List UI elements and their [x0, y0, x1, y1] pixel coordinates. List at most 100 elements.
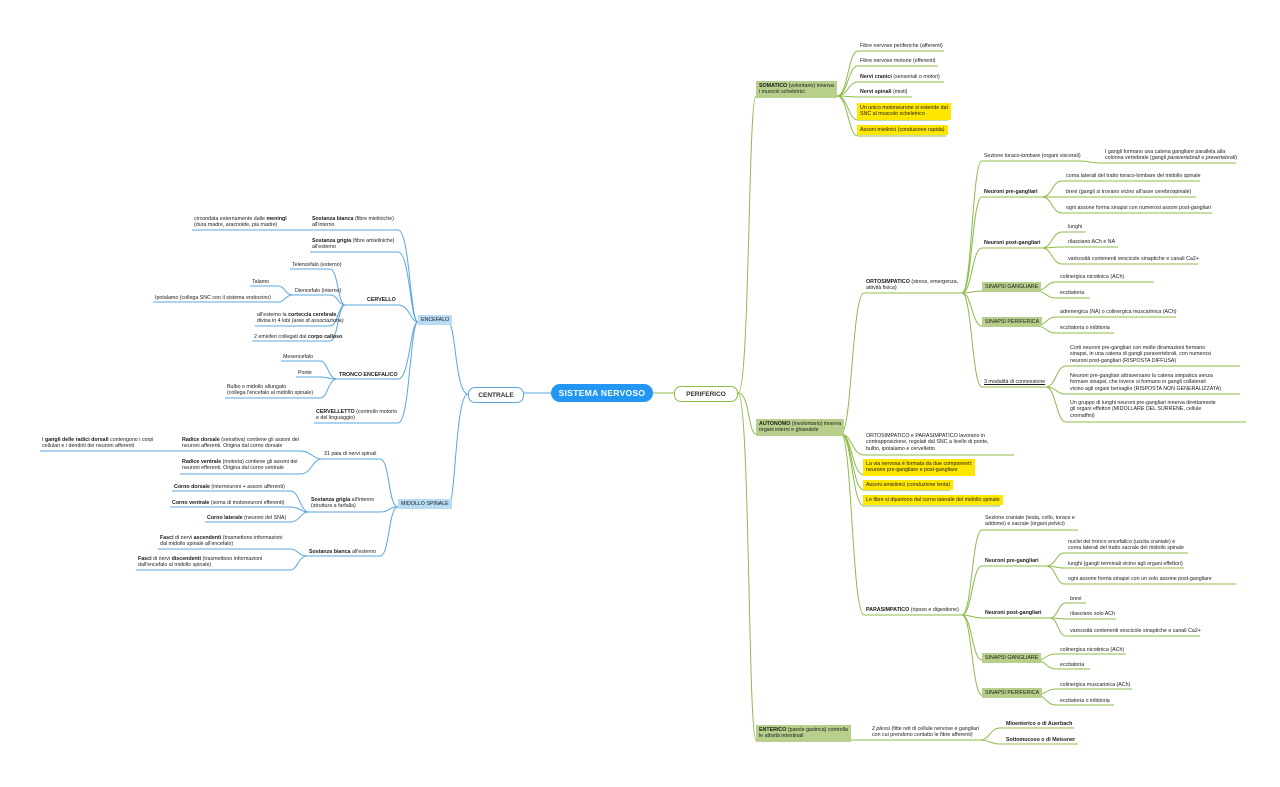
node-text: all'interno [312, 222, 335, 229]
node-text: (sensitiva) contiene gli assoni dei [221, 437, 299, 443]
node-gangli-radici-dorsali[interactable]: I gangli delle radici dorsali contengono… [42, 437, 153, 450]
node-mioenterico[interactable]: Mioenterico o di Auerbach [1006, 721, 1073, 727]
node-sostanza-grigia-midollo[interactable]: Sostanza grigia all'interno (struttura a… [311, 497, 374, 510]
node-nervi-cranici[interactable]: Nervi cranici (sensoriali o motori) [860, 74, 940, 80]
node-text: (aree di associazione) [291, 318, 344, 325]
node-para-brevi[interactable]: brevi [1070, 596, 1082, 602]
node-para-gang-b[interactable]: eccitatoria [1060, 662, 1085, 668]
node-para-post-gangliari[interactable]: Neuroni post-gangliari [985, 610, 1042, 616]
node-para-sinapsi-periferica[interactable]: SINAPSI PERIFERICA [982, 688, 1043, 699]
node-orto-gang-a[interactable]: colinergica nicotinica (ACh) [1060, 274, 1125, 280]
node-orto-varicosita[interactable]: varicosità contenenti vescicole sinaptic… [1068, 256, 1199, 262]
node-corno-ventrale[interactable]: Corno ventrale (soma di motoneuroni effe… [172, 500, 284, 506]
node-para-sinapsi-gangliare[interactable]: SINAPSI GANGLIARE [982, 653, 1042, 664]
topic-somatico[interactable]: SOMATICO (volontario) innerva i muscoli … [756, 81, 837, 98]
node-text: dal midollo spinale all'encefalo) [160, 541, 234, 548]
node-nervi-spinali[interactable]: Nervi spinali (misti) [860, 89, 907, 95]
node-cervello[interactable]: CERVELLO [367, 297, 396, 303]
node-ipotalamo[interactable]: Ipotalamo (collega SNC con il sistema en… [155, 295, 271, 301]
node-bulbo[interactable]: Bulbo o midollo allungato (collega l'enc… [227, 384, 313, 397]
node-orto-corna[interactable]: corna laterali del tratto toraco-lombare… [1066, 173, 1201, 179]
node-para-ogni-assone[interactable]: ogni assone forma sinapsi con un solo as… [1068, 576, 1212, 582]
node-via-nervosa[interactable]: La via nervosa è formata da due componen… [863, 459, 976, 476]
topic-encefalo[interactable]: ENCEFALO [418, 315, 453, 326]
node-2-plessi[interactable]: 2 plessi (fitte reti di cellule nervose … [872, 726, 979, 739]
topic-autonomo[interactable]: AUTONOMO (involontario) innerva organi i… [756, 419, 845, 436]
node-assoni-amielinici[interactable]: Assoni amielinici (conduzione lenta) [863, 480, 954, 491]
node-para-varicosita[interactable]: varicosità contenenti vescicole sinaptic… [1070, 628, 1201, 634]
node-text: (trasmettono informazioni [202, 556, 263, 562]
node-sezione-toraco-lombare[interactable]: Sezione toraco-lombare (organi viscerali… [984, 153, 1081, 159]
node-sostanza-bianca-encefalo[interactable]: Sostanza bianca (fibre mieliniche) all'i… [312, 216, 394, 229]
topic-centrale[interactable]: CENTRALE [468, 387, 524, 403]
node-para-lunghi[interactable]: lunghi (gangli terminali vicino agli org… [1068, 561, 1183, 567]
node-3-modalita[interactable]: 3 modalità di connessione [984, 379, 1046, 385]
node-para-rilasciano[interactable]: rilasciano solo ACh [1070, 611, 1116, 617]
node-text: e [1201, 155, 1205, 162]
node-assoni-mielinici[interactable]: Assoni mielinici (conduzione rapida) [857, 125, 948, 136]
topic-enterico[interactable]: ENTERICO (parete gastrica) controlla le … [756, 725, 851, 742]
node-mesencefalo[interactable]: Mesencefalo [283, 354, 314, 360]
node-orto-pre-gangliari[interactable]: Neuroni pre-gangliari [984, 189, 1038, 195]
node-orto-ogni-assone[interactable]: ogni assone forma sinapsi con numerosi a… [1066, 205, 1211, 211]
topic-periferico[interactable]: PERIFERICO [674, 386, 738, 402]
node-motoneurone[interactable]: Un unico motoneurone si estende dal SNC … [857, 103, 951, 120]
node-orto-sinapsi-periferica[interactable]: SINAPSI PERIFERICA [982, 317, 1043, 328]
node-orto-brevi[interactable]: brevi (gangli si trovano vicino all'asse… [1066, 189, 1192, 195]
node-tronco-encefalico[interactable]: TRONCO ENCEFALICO [339, 372, 398, 378]
node-orto-para-info[interactable]: ORTOSIMPATICO e PARASIMPATICO lavorano i… [866, 433, 989, 452]
node-fibre-efferenti[interactable]: Fibre nervose motorie (efferenti) [860, 58, 936, 64]
node-sostanza-grigia-encefalo[interactable]: Sostanza grigia (fibre amieliniche) all'… [312, 238, 394, 251]
node-modalita-2[interactable]: Neuroni pre-gangliari attraversano la ca… [1070, 373, 1221, 392]
node-title: Sostanza grigia [311, 497, 351, 503]
node-orto-gang-b[interactable]: eccitatoria [1060, 290, 1085, 296]
node-ponte[interactable]: Ponte [298, 370, 312, 376]
node-text: formare sinapsi, che invece si formano i… [1070, 379, 1206, 386]
node-emisferi[interactable]: 2 emisferi collegati dal corpo calloso [254, 334, 342, 340]
node-text: 2 emisferi collegati dal [254, 334, 307, 340]
node-para-pre-gangliari[interactable]: Neuroni pre-gangliari [985, 558, 1039, 564]
node-orto-sinapsi-gangliare[interactable]: SINAPSI GANGLIARE [982, 282, 1042, 293]
node-title: PARASIMPATICO [866, 607, 910, 613]
node-text: (motoria) contiene gli assoni dei [222, 459, 298, 465]
node-sostanza-bianca-midollo[interactable]: Sostanza bianca all'esterno [309, 549, 376, 555]
node-text: cromaffini) [1070, 412, 1095, 419]
node-ortosimpatico[interactable]: ORTOSIMPATICO (stress, emergenza, attivi… [866, 279, 958, 292]
node-radice-ventrale[interactable]: Radice ventrale (motoria) contiene gli a… [182, 459, 297, 472]
node-modalita-3[interactable]: Un gruppo di lunghi neuroni pre-gangliar… [1070, 400, 1216, 419]
node-talamo[interactable]: Talamo [252, 279, 270, 285]
node-sezione-craniale-sacrale[interactable]: Sezione craniale (testa, collo, torace e… [985, 515, 1075, 528]
node-orto-rilasciano[interactable]: rilasciano ACh e NA [1068, 239, 1116, 245]
node-diencefalo[interactable]: Diencefalo (interno) [295, 288, 342, 294]
node-corteccia[interactable]: all'esterno la corteccia cerebrale, divi… [257, 312, 344, 325]
node-text: bulbo, ipotalamo e cervelletto [866, 445, 935, 452]
node-text: (fibre amieliniche) [352, 238, 395, 244]
node-orto-perif-b[interactable]: eccitatoria o inibitoria [1060, 325, 1110, 331]
node-catena-gangliare[interactable]: I gangli formano una catena gangliare pa… [1105, 149, 1237, 162]
node-fibre-dipartono[interactable]: Le fibre si dipartono dal corno laterale… [863, 495, 1003, 506]
node-orto-perif-a[interactable]: adrenergica (NA) o colinergica muscarini… [1060, 309, 1177, 315]
node-orto-post-gangliari[interactable]: Neuroni post-gangliari [984, 240, 1041, 246]
topic-midollo-spinale[interactable]: MIDOLLO SPINALE [398, 499, 452, 510]
node-radice-dorsale[interactable]: Radice dorsale (sensitiva) contiene gli … [182, 437, 299, 450]
node-fibre-afferenti[interactable]: Fibre nervose periferiche (afferenti) [860, 43, 943, 49]
node-cervelletto[interactable]: CERVELLETTO (controllo motorio e del lin… [316, 409, 397, 422]
central-topic[interactable]: SISTEMA NERVOSO [551, 384, 653, 402]
node-orto-lunghi[interactable]: lunghi [1068, 224, 1083, 230]
node-sottomucoso[interactable]: Sottomucoso o di Meissner [1006, 737, 1076, 743]
node-corno-dorsale[interactable]: Corno dorsale (interneuroni + assoni aff… [174, 484, 285, 490]
node-31-paia[interactable]: 31 paia di nervi spinali [324, 451, 377, 457]
node-para-perif-b[interactable]: eccitatoria o inibitoria [1060, 698, 1110, 704]
node-text: all'esterno la [257, 312, 287, 318]
node-para-gang-a[interactable]: colinergica nicotinica (ACh) [1060, 647, 1125, 653]
node-para-perif-a[interactable]: colinergica muscarinica (ACh) [1060, 682, 1131, 688]
node-modalita-1[interactable]: Corti neuroni pre-gangliari con molte di… [1070, 345, 1211, 364]
node-parasimpatico[interactable]: PARASIMPATICO (riposo e digestione) [866, 607, 959, 613]
node-telencefalo[interactable]: Telencefalo (esterno) [292, 262, 342, 268]
node-text: nuclei del tronco encefalico (uscita cra… [1068, 539, 1176, 545]
node-corno-laterale[interactable]: Corno laterale (neuroni del SNA) [207, 515, 286, 521]
node-fasci-discendenti[interactable]: Fasci di nervi discendenti (trasmettono … [138, 556, 262, 569]
node-fasci-ascendenti[interactable]: Fasci di nervi ascendenti (trasmettono i… [160, 535, 283, 548]
node-meningi[interactable]: circondata esternamente dalle meningi (d… [194, 216, 287, 229]
node-para-nuclei[interactable]: nuclei del tronco encefalico (uscita cra… [1068, 539, 1184, 552]
